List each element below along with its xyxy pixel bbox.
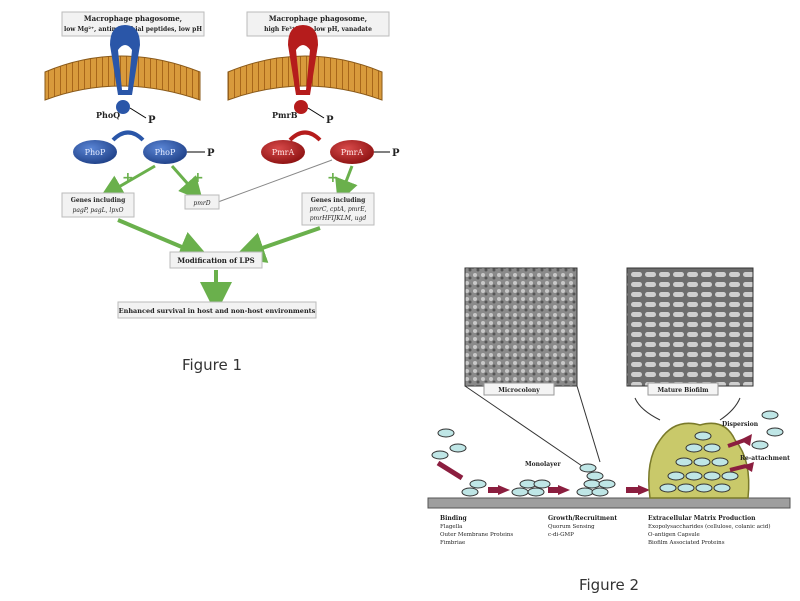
svg-text:Binding: Binding [440, 515, 468, 522]
mature-label: Mature Biofilm [657, 387, 709, 394]
plus-3: + [327, 170, 339, 186]
svg-text:c-di-GMP: c-di-GMP [548, 532, 574, 538]
pmra-oval-2 [330, 140, 374, 164]
genes-right-box: Genes including pmrC, cptA, pmrE, pmrHFI… [301, 192, 375, 226]
pmrb-sensor [288, 25, 318, 95]
svg-text:Genes including: Genes including [71, 197, 126, 204]
phoq-domain [116, 100, 130, 114]
micro-label: Microcolony [498, 387, 540, 394]
sem-microcolony [464, 267, 578, 387]
svg-text:PhoP: PhoP [85, 148, 106, 157]
monolayer-cluster [511, 479, 551, 497]
pmra-oval-1 [261, 140, 305, 164]
svg-text:PhoP: PhoP [155, 148, 176, 157]
svg-text:Quorum Sensing: Quorum Sensing [548, 524, 595, 530]
svg-text:pmrD: pmrD [193, 200, 210, 207]
svg-text:pagP, pagL, lpxO: pagP, pagL, lpxO [72, 207, 123, 214]
env-box-right: Macrophage phagosome, high Fe³⁺/Al³⁺, lo… [246, 11, 390, 37]
pmrb-domain [294, 100, 308, 114]
surface [427, 497, 791, 509]
zoom-line-2 [576, 385, 601, 463]
arrow-right-mod [232, 226, 321, 263]
phoq-label: PhoQ [96, 110, 120, 120]
arrow-phop-genes [99, 164, 156, 199]
zoom-line-4 [719, 397, 741, 421]
zoom-line-1 [464, 385, 586, 469]
arrow-left-mod [117, 218, 211, 262]
svg-text:Macrophage phagosome,: Macrophage phagosome, [84, 14, 182, 23]
svg-text:Extracellular Matrix Productio: Extracellular Matrix Production [648, 515, 756, 522]
arrow-2 [498, 485, 510, 495]
sem-mature-biofilm [626, 267, 754, 387]
arrow-3 [558, 485, 570, 495]
svg-text:Outer Membrane Proteins: Outer Membrane Proteins [440, 532, 513, 538]
figure-1: Macrophage phagosome, low Mg²⁺, antimicr… [44, 11, 400, 374]
svg-text:O-antigen Capsule: O-antigen Capsule [648, 532, 700, 538]
pmra-phosphate: P [392, 148, 400, 159]
plus-2: + [192, 170, 204, 186]
phoq-phosphate: P [148, 115, 156, 126]
svg-text:PmrA: PmrA [272, 148, 295, 157]
phoq-sensor [110, 25, 140, 95]
arrow-phop-pmrd [170, 165, 203, 201]
membrane-right [227, 55, 383, 101]
arrow-pmra-genes [335, 165, 358, 204]
survival-box: Enhanced survival in host and non-host e… [117, 301, 317, 319]
arrow-attach [436, 460, 464, 481]
figure-1-caption: Figure 1 [182, 356, 242, 374]
arrow-4 [638, 485, 650, 495]
membrane-left [44, 55, 201, 101]
svg-text:pmrHFIJKLM, ugd: pmrHFIJKLM, ugd [310, 215, 367, 222]
phoq-transfer-arc [111, 130, 145, 142]
svg-text:pmrC, cptA, pmrE,: pmrC, cptA, pmrE, [309, 206, 366, 213]
pmrb-transfer-arc [288, 130, 322, 142]
plus-1: + [122, 170, 134, 186]
phop-oval-2 [143, 140, 187, 164]
pmrb-phosphate: P [326, 115, 334, 126]
dispersed-bacteria [751, 410, 784, 450]
svg-text:PmrA: PmrA [341, 148, 364, 157]
reattachment-label: Re-attachment [740, 455, 790, 462]
pmrb-label: PmrB [272, 110, 298, 120]
stage-binding-text: Binding Flagella Outer Membrane Proteins… [440, 515, 513, 546]
svg-text:Flagella: Flagella [440, 524, 463, 530]
stage-growth-text: Growth/Recruitment Quorum Sensing c-di-G… [548, 515, 617, 538]
svg-text:Modification of LPS: Modification of LPS [177, 256, 254, 265]
arrow-dispersion [740, 434, 752, 446]
attached-cells [461, 479, 487, 497]
svg-text:Growth/Recruitment: Growth/Recruitment [548, 515, 617, 522]
zoom-line-3 [634, 397, 661, 421]
svg-text:Genes including: Genes including [311, 197, 366, 204]
modification-box: Modification of LPS [169, 251, 263, 269]
stage-matrix-text: Extracellular Matrix Production Exopolys… [648, 515, 770, 546]
phop-phosphate: P [207, 148, 215, 159]
dispersion-label: Dispersion [722, 421, 759, 428]
svg-text:Macrophage phagosome,: Macrophage phagosome, [269, 14, 367, 23]
svg-text:Fimbriae: Fimbriae [440, 540, 465, 546]
monolayer-label: Monolayer [525, 461, 561, 468]
genes-left-box: Genes including pagP, pagL, lpxO [61, 192, 135, 218]
pmrd-link [217, 159, 333, 203]
svg-text:Biofilm Associated Proteins: Biofilm Associated Proteins [648, 540, 725, 546]
phop-oval-1 [73, 140, 117, 164]
planktonic-bacteria [431, 428, 467, 460]
mature-biofilm-mass [648, 422, 750, 499]
figure-2: Microcolony Mature Biofilm [427, 267, 791, 594]
svg-text:high Fe³⁺/Al³⁺, low pH, vanada: high Fe³⁺/Al³⁺, low pH, vanadate [264, 26, 372, 33]
arrow-reattach [742, 462, 754, 472]
microcolony-cluster [576, 463, 616, 497]
svg-text:Exopolysaccharides (cellulose,: Exopolysaccharides (cellulose, colanic a… [648, 523, 770, 530]
pmrd-box: pmrD [184, 194, 220, 210]
figure-2-caption: Figure 2 [579, 576, 639, 594]
svg-text:Enhanced survival in host and: Enhanced survival in host and non-host e… [119, 307, 316, 315]
